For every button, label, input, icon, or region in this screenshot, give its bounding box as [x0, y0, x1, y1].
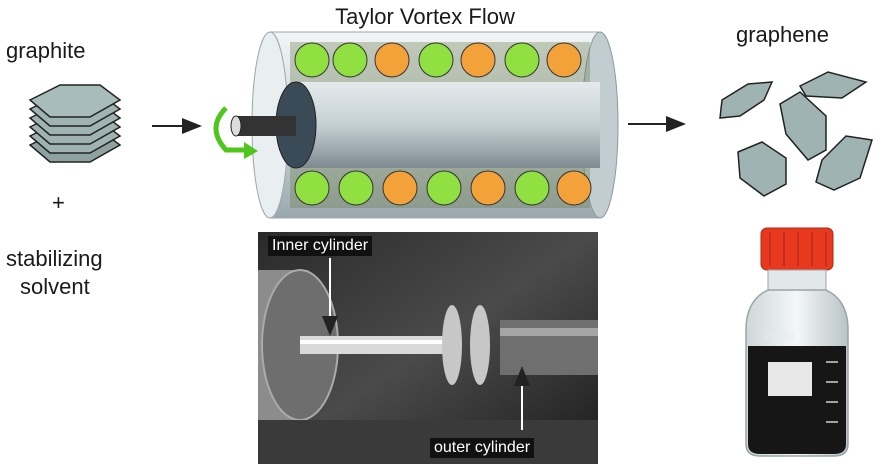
- inner-cylinder-label: Inner cylinder: [268, 236, 373, 256]
- solvent-label-line2: solvent: [20, 274, 90, 299]
- graphite-label: graphite: [6, 38, 86, 63]
- graphene-label: graphene: [736, 22, 829, 47]
- graphene-flakes-icon: [719, 71, 873, 197]
- taylor-reactor-diagram: [213, 31, 619, 219]
- vortex-row-top: [294, 42, 582, 78]
- graphene-dispersion-bottle: [745, 227, 849, 457]
- plus-sign: +: [52, 190, 65, 215]
- bottle-volume-label: 250 ml: [764, 332, 795, 343]
- outer-cylinder-label: outer cylinder: [430, 438, 535, 458]
- vortex-row-bottom: [294, 170, 592, 206]
- solvent-label-line1: stabilizing: [6, 246, 103, 271]
- diagram-title: Taylor Vortex Flow: [335, 4, 515, 29]
- reactor-photo: [258, 232, 598, 464]
- graphite-stack-icon: [28, 84, 122, 163]
